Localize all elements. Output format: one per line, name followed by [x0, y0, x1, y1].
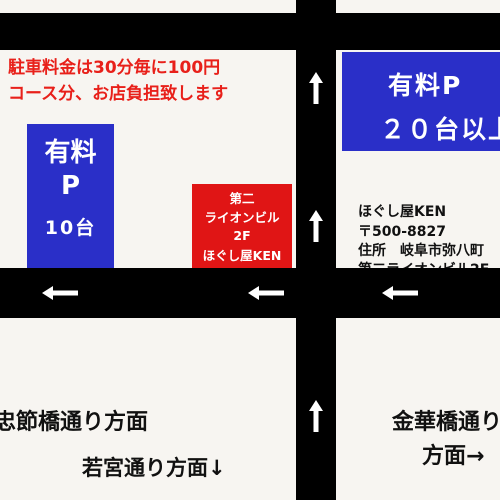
up-arrow-icon [309, 400, 323, 432]
parking-right-sign: 有料P ２０台以上 [342, 52, 500, 151]
shop-sign-line-1: 第二 [229, 191, 255, 206]
address-name: ほぐし屋KEN [358, 204, 447, 220]
up-arrow-icon [309, 210, 323, 242]
address-location: 住所 岐阜市弥八町 [358, 243, 484, 259]
left-arrow-icon [382, 286, 418, 300]
parking-right-line-2: ２０台以上 [380, 115, 500, 144]
direction-right-upper: 金華橋通り [392, 410, 500, 435]
block-bottom-left: 忠節橋通り方面 若宮通り方面↓ [0, 318, 296, 500]
block-top-right [336, 0, 500, 13]
parking-right-line-1: 有料P [388, 71, 463, 100]
parking-left-sign: 有料 P 10台 [27, 124, 114, 268]
up-arrow-icon [309, 72, 323, 104]
pricing-line-1: 駐車料金は30分毎に100円 [8, 58, 221, 78]
direction-right-lower: 方面→ [422, 444, 485, 469]
shop-sign-line-3: 2F [233, 228, 251, 243]
shop-sign-line-2: ライオンビル [204, 210, 280, 225]
shop-sign-line-4: ほぐし屋KEN [202, 248, 282, 263]
direction-left-upper: 忠節橋通り方面 [0, 410, 149, 435]
block-bottom-right: 金華橋通り 方面→ [336, 318, 500, 500]
left-arrow-icon [248, 286, 284, 300]
block-right-main: 有料P ２０台以上 ほぐし屋KEN 〒500-8827 住所 岐阜市弥八町 第二… [336, 50, 500, 268]
parking-left-line-2: P [60, 171, 81, 201]
parking-left-line-1: 有料 [44, 138, 97, 168]
block-top-left [0, 0, 296, 13]
direction-left-lower: 若宮通り方面↓ [82, 456, 226, 480]
block-left-main: 駐車料金は30分毎に100円 コース分、お店負担致します 有料 P 10台 第二… [0, 50, 296, 268]
address-postal: 〒500-8827 [358, 224, 446, 240]
left-arrow-icon [42, 286, 78, 300]
parking-left-line-3: 10台 [44, 217, 97, 239]
shop-sign: 第二 ライオンビル 2F ほぐし屋KEN [192, 184, 292, 268]
pricing-line-2: コース分、お店負担致します [8, 84, 229, 104]
